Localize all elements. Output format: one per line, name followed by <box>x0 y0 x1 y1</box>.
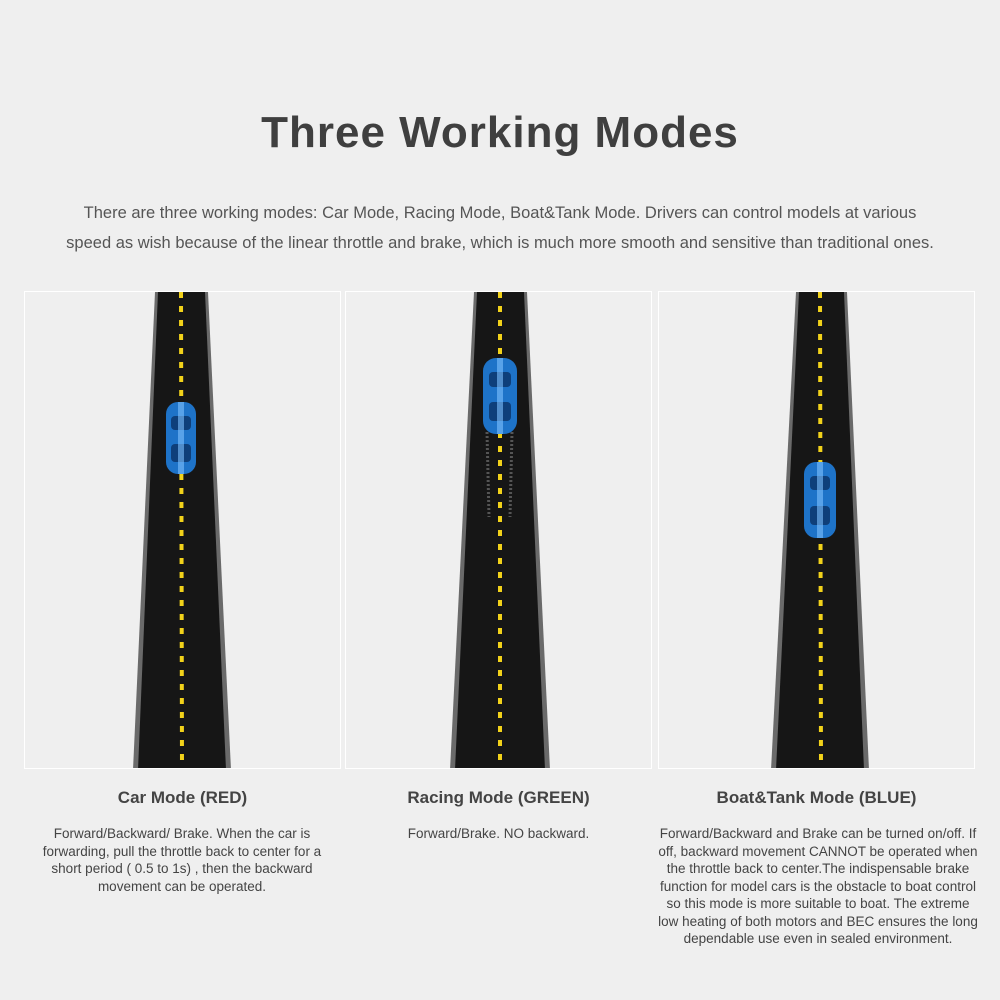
boat-tank-mode-title: Boat&Tank Mode (BLUE) <box>716 788 917 807</box>
racing-mode-title: Racing Mode (GREEN) <box>407 788 590 807</box>
racing-mode-illustration <box>345 291 652 769</box>
car-icon <box>804 462 836 538</box>
intro-line-1: There are three working modes: Car Mode,… <box>83 204 917 222</box>
car-mode-title: Car Mode (RED) <box>117 788 248 807</box>
page-title: Three Working Modes <box>261 108 739 157</box>
boat-tank-mode-description: Forward/Backward and Brake can be turned… <box>658 826 978 946</box>
car-mode-illustration <box>24 291 341 769</box>
lane-marking <box>179 292 184 768</box>
road-illustration <box>771 292 869 768</box>
car-mode-description: Forward/Backward/ Brake. When the car is… <box>42 826 322 894</box>
intro-text: There are three working modes: Car Mode,… <box>20 198 980 258</box>
road-illustration <box>450 292 550 768</box>
road-illustration <box>133 292 231 768</box>
racing-mode-description: Forward/Brake. NO backward. <box>407 826 590 841</box>
car-icon <box>166 402 196 474</box>
car-icon <box>483 358 517 434</box>
intro-line-2: speed as wish because of the linear thro… <box>66 234 934 252</box>
boat-tank-mode-illustration <box>658 291 975 769</box>
